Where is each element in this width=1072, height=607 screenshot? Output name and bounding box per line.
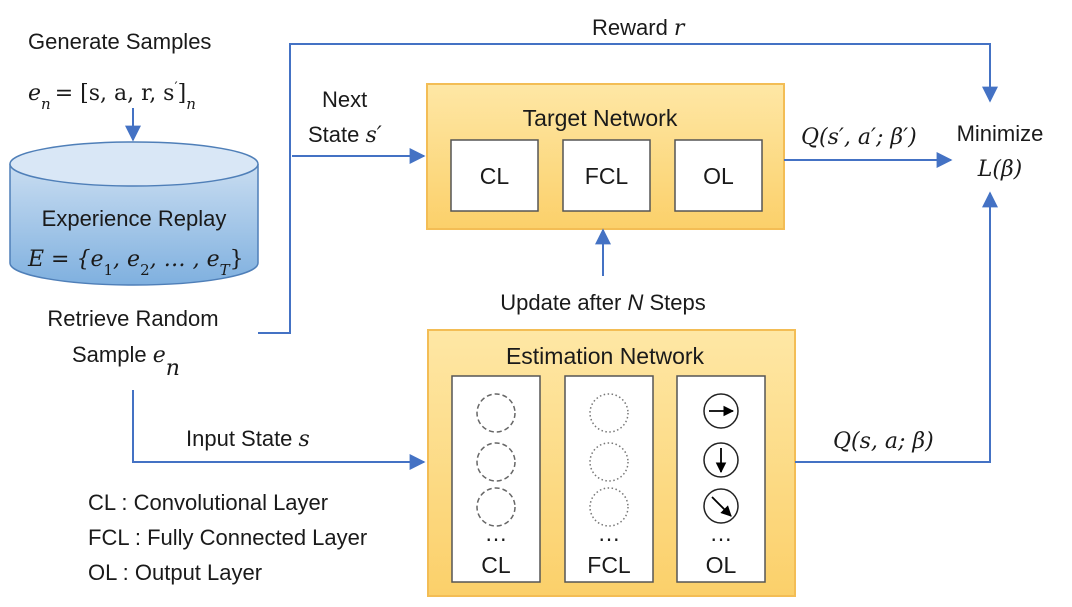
- legend-ol: OL : Output Layer: [88, 560, 262, 585]
- estimation-layer-fcl: … FCL: [564, 375, 654, 583]
- estimation-layer-ol: … OL: [676, 375, 766, 583]
- target-network-title: Target Network: [523, 105, 678, 131]
- experience-replay-formula: E = {e1, e2, … , eT}: [27, 247, 244, 279]
- loss-label: L(β): [977, 157, 1023, 182]
- generate-samples-label: Generate Samples: [28, 29, 211, 54]
- target-q-label: Q(s′, a′; β′): [801, 125, 917, 150]
- arrow-estimation-q: [795, 191, 998, 463]
- arrow-diagonal-icon: [711, 496, 732, 517]
- target-layer-fcl: FCL: [562, 139, 651, 212]
- retrieve-label-line2: Sample en: [72, 342, 180, 381]
- experience-replay-cylinder: [9, 141, 259, 286]
- estimation-network-title: Estimation Network: [506, 343, 705, 369]
- estimation-q-label: Q(s, a; β): [833, 429, 934, 454]
- legend-cl: CL : Convolutional Layer: [88, 490, 328, 515]
- retrieve-label-line1: Retrieve Random: [47, 306, 218, 331]
- svg-text:…: …: [598, 520, 621, 546]
- next-state-line1: Next: [322, 87, 367, 112]
- target-layer-cl: CL: [450, 139, 539, 212]
- svg-text:CL: CL: [480, 163, 510, 189]
- update-label: Update after N Steps: [500, 290, 705, 315]
- arrow-input-state: [132, 390, 426, 470]
- svg-text:FCL: FCL: [587, 552, 631, 578]
- reward-label: Reward r: [592, 15, 686, 41]
- legend-fcl: FCL : Fully Connected Layer: [88, 525, 367, 550]
- svg-text:OL: OL: [706, 552, 737, 578]
- svg-text:…: …: [485, 520, 508, 546]
- estimation-layer-cl: … CL: [451, 375, 541, 583]
- next-state-line2: State s′: [308, 122, 382, 148]
- generate-formula: en= [s, a, r, s′]n: [28, 80, 196, 113]
- svg-text:OL: OL: [703, 163, 734, 189]
- minimize-label: Minimize: [957, 121, 1044, 146]
- arrow-reward: [258, 43, 998, 334]
- svg-text:CL: CL: [481, 552, 511, 578]
- svg-text:…: …: [710, 520, 733, 546]
- input-state-label: Input State s: [186, 426, 310, 452]
- svg-text:FCL: FCL: [585, 163, 629, 189]
- target-layer-ol: OL: [674, 139, 763, 212]
- experience-replay-title: Experience Replay: [42, 206, 227, 231]
